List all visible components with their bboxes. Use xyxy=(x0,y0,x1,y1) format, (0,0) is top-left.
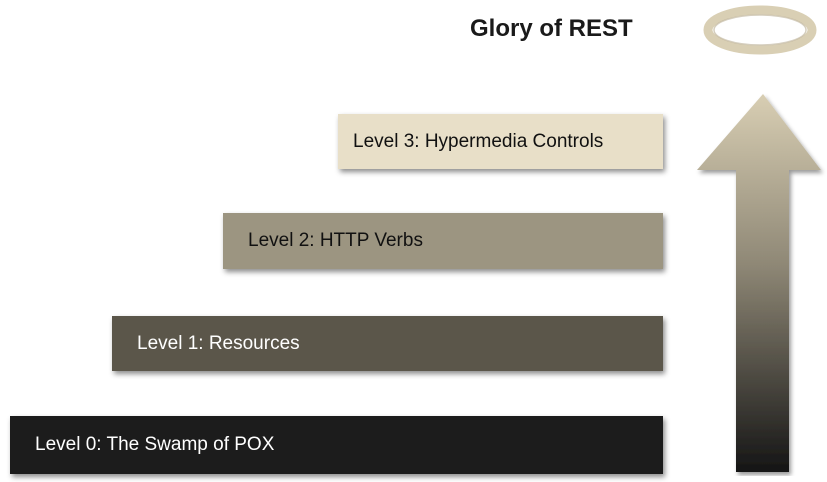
level-3-box: Level 3: Hypermedia Controls xyxy=(338,114,663,169)
halo-ring xyxy=(703,5,817,55)
halo-ring-inner xyxy=(713,14,807,46)
level-1-box: Level 1: Resources xyxy=(112,316,663,371)
level-1-label: Level 1: Resources xyxy=(137,332,300,354)
halo-icon xyxy=(703,5,817,55)
glory-title: Glory of REST xyxy=(470,15,633,42)
level-0-box: Level 0: The Swamp of POX xyxy=(10,416,663,474)
up-arrow-icon xyxy=(697,94,821,472)
level-2-box: Level 2: HTTP Verbs xyxy=(223,213,663,269)
level-2-label: Level 2: HTTP Verbs xyxy=(248,230,423,251)
arrow-shape xyxy=(697,94,821,472)
level-0-label: Level 0: The Swamp of POX xyxy=(35,434,275,455)
level-3-label: Level 3: Hypermedia Controls xyxy=(353,130,604,152)
